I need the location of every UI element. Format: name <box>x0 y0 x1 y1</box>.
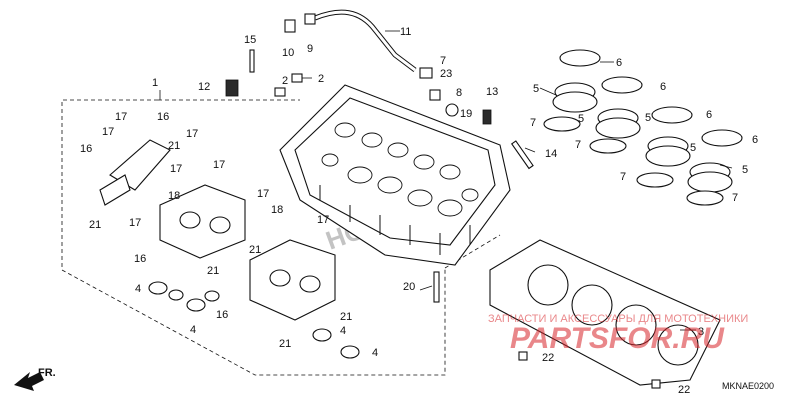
clamp-6 <box>589 138 627 154</box>
callout-5e: 5 <box>690 142 696 154</box>
callout-17g: 17 <box>317 214 329 226</box>
callout-8: 8 <box>456 87 462 99</box>
callout-10: 10 <box>282 47 294 59</box>
boot-4 <box>687 162 733 193</box>
callout-21e: 21 <box>279 338 291 350</box>
callout-3: 3 <box>698 326 704 338</box>
callout-21c: 21 <box>249 244 261 256</box>
callout-20: 20 <box>403 281 415 293</box>
cam-holder-upper <box>159 184 246 259</box>
callout-16d: 16 <box>216 309 228 321</box>
callout-5c: 5 <box>645 112 651 124</box>
callout-18b: 18 <box>271 204 283 216</box>
watermark: ЗАПЧАСТИ И АКСЕССУАРЫ ДЛЯ МОТОТЕХНИКИ PA… <box>488 313 748 355</box>
small-parts <box>225 13 661 389</box>
callout-21d: 21 <box>207 265 219 277</box>
callout-4d: 4 <box>372 347 378 359</box>
callout-17d: 17 <box>213 159 225 171</box>
clamp-3 <box>651 106 693 124</box>
callout-7e: 7 <box>440 55 446 67</box>
leader-lines <box>159 30 733 331</box>
diagram-code: MKNAE0200 <box>722 381 774 391</box>
callout-6b: 6 <box>660 81 666 93</box>
callout-17b: 17 <box>102 126 114 138</box>
callout-23: 23 <box>440 68 452 80</box>
callout-4c: 4 <box>340 325 346 337</box>
callout-9: 9 <box>307 43 313 55</box>
callout-5d: 5 <box>742 164 748 176</box>
callout-17e: 17 <box>129 217 141 229</box>
callout-7c: 7 <box>620 171 626 183</box>
boot-2 <box>595 108 641 139</box>
callout-14: 14 <box>545 148 557 160</box>
callout-7b: 7 <box>575 139 581 151</box>
watermark-sub: ЗАПЧАСТИ И АКСЕССУАРЫ ДЛЯ МОТОТЕХНИКИ <box>488 313 748 325</box>
callout-4a: 4 <box>135 283 141 295</box>
callout-6d: 6 <box>752 134 758 146</box>
callout-2: 2 <box>318 73 324 85</box>
breather-hose <box>314 9 417 72</box>
callout-7a: 7 <box>530 117 536 129</box>
watermark-main: PARTSFOR.RU <box>510 322 725 355</box>
callout-5b: 5 <box>578 113 584 125</box>
callout-16a: 16 <box>157 111 169 123</box>
callout-21b: 21 <box>89 219 101 231</box>
intake-boots <box>543 49 743 206</box>
callout-13: 13 <box>486 86 498 98</box>
callout-12: 12 <box>198 81 210 93</box>
callout-6c: 6 <box>706 109 712 121</box>
callout-17f: 17 <box>257 188 269 200</box>
callout-7d: 7 <box>732 192 738 204</box>
clamp-1 <box>559 49 601 67</box>
callout-5a: 5 <box>533 83 539 95</box>
clamp-7 <box>636 172 674 188</box>
callout-16c: 16 <box>134 253 146 265</box>
boot-1 <box>552 82 598 113</box>
callout-22b: 22 <box>678 384 690 396</box>
callout-19: 19 <box>460 108 472 120</box>
callout-2a: 2 <box>282 75 288 87</box>
callout-labels: 1 2 2 3 4 4 4 4 5 5 5 5 5 6 6 6 6 7 7 7 … <box>80 26 758 396</box>
callout-21a: 21 <box>168 140 180 152</box>
tensioner-bracket <box>99 139 171 206</box>
callout-6a: 6 <box>616 57 622 69</box>
callout-17a: 17 <box>115 111 127 123</box>
callout-21f: 21 <box>340 311 352 323</box>
cam-holder-lower <box>249 239 336 321</box>
callout-17h: 17 <box>170 163 182 175</box>
cylinder-head <box>279 84 511 266</box>
boot-3 <box>645 136 691 167</box>
callout-16b: 16 <box>80 143 92 155</box>
clamp-2 <box>601 76 643 94</box>
o-rings <box>148 281 360 359</box>
head-gasket <box>489 239 721 386</box>
callout-11: 11 <box>400 26 411 38</box>
clamp-8 <box>686 190 724 206</box>
fr-label: FR. <box>38 367 56 379</box>
clamp-5 <box>543 116 581 132</box>
callout-15: 15 <box>244 34 256 46</box>
callout-17c: 17 <box>186 128 198 140</box>
callout-1: 1 <box>152 77 158 89</box>
clamp-4 <box>701 129 743 147</box>
callout-4b: 4 <box>190 324 196 336</box>
front-direction-arrow: FR. <box>14 367 56 391</box>
callout-18a: 18 <box>168 190 180 202</box>
callout-22a: 22 <box>542 352 554 364</box>
